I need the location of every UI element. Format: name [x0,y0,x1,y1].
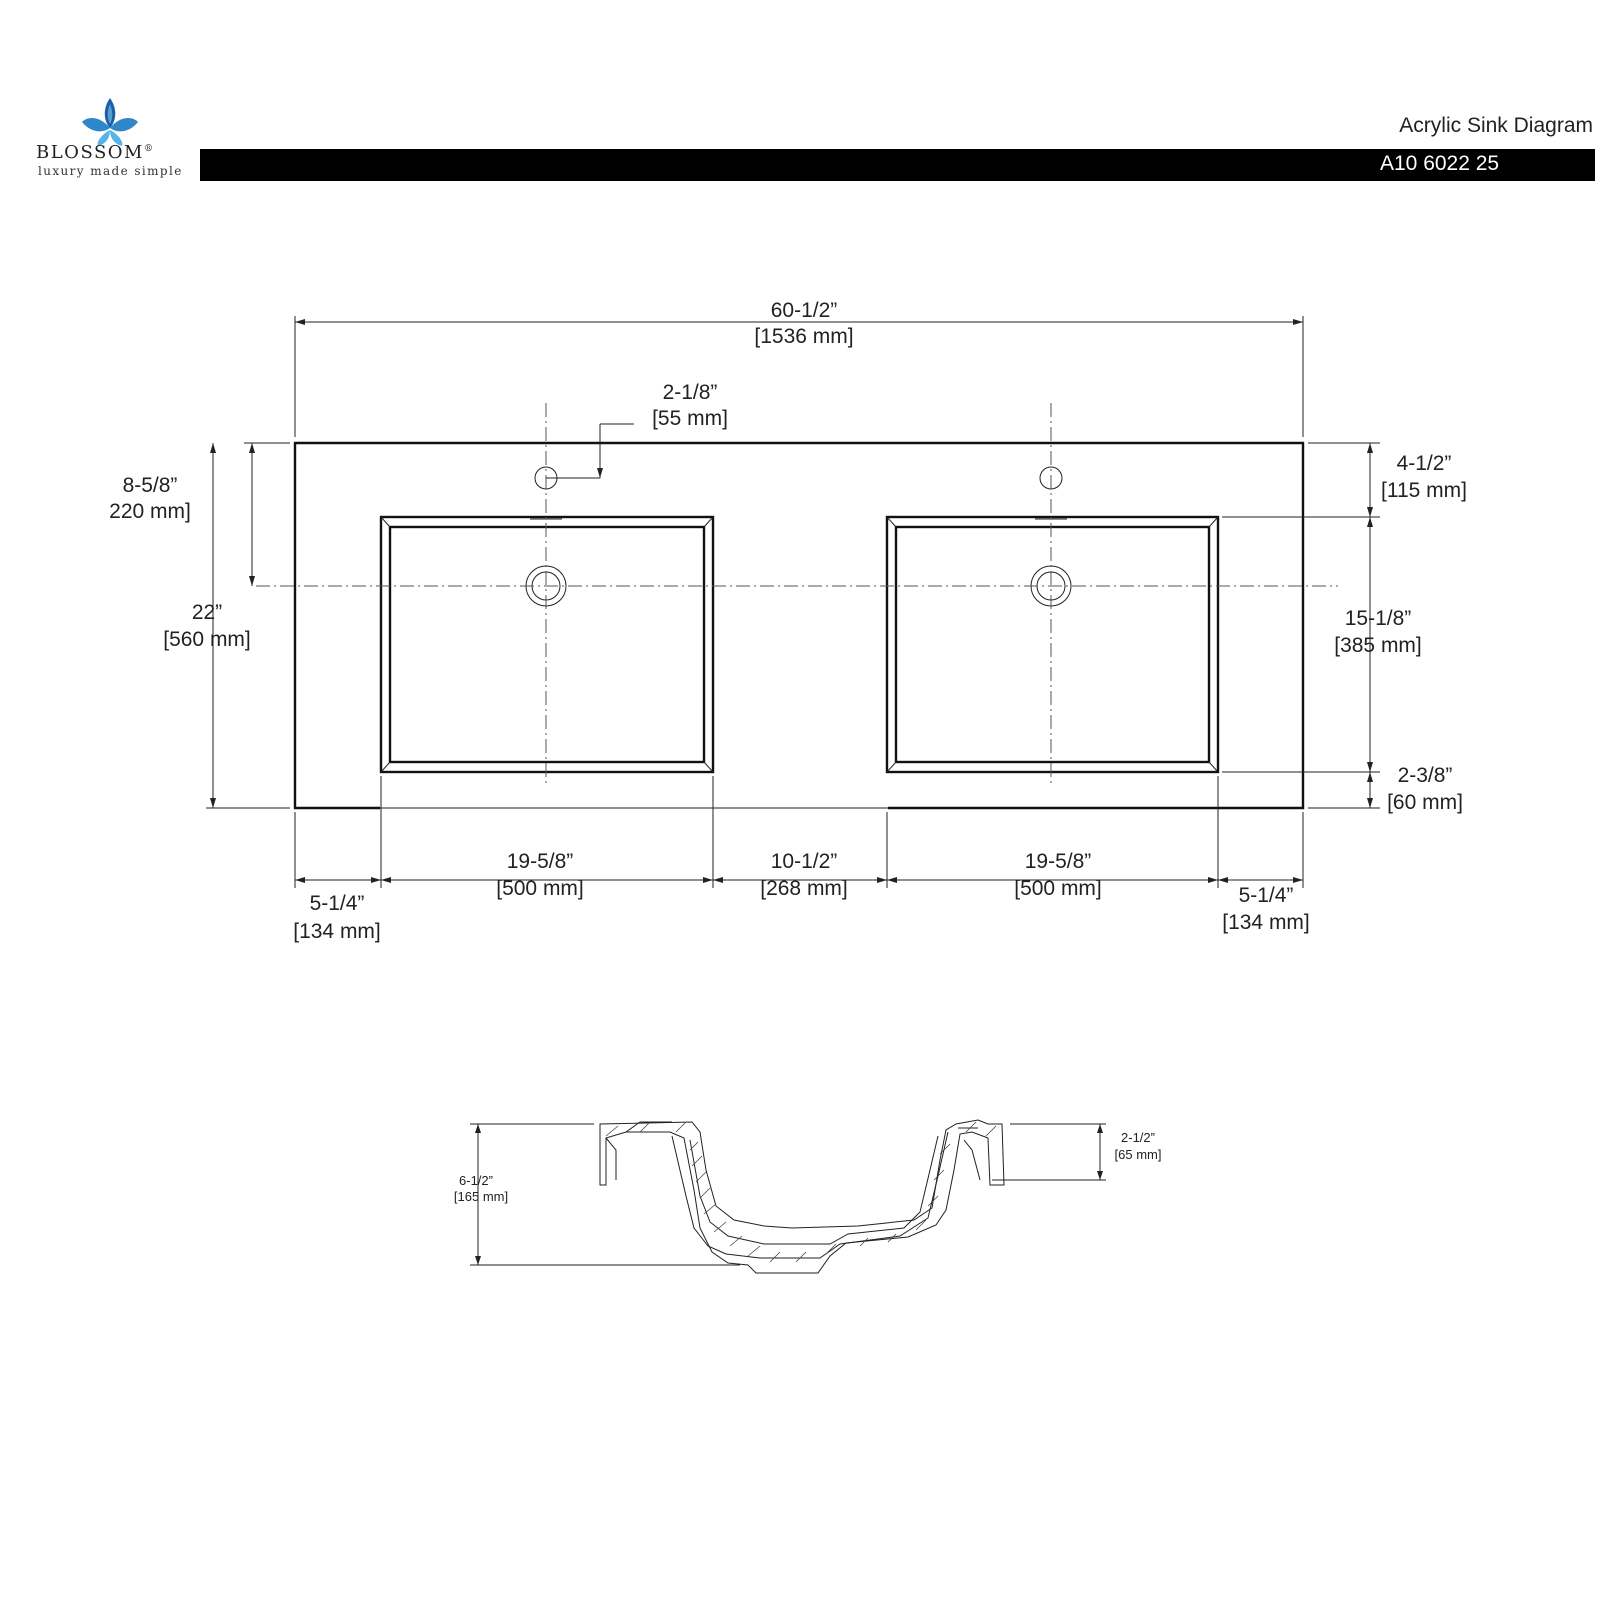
faucet-offset-metric: [55 mm] [652,407,728,430]
title-bar [200,149,1595,181]
brand-logo: BLOSSOM® luxury made simple [36,96,186,186]
left-bowl-width-metric: [500 mm] [496,877,584,900]
back-deck-metric: [115 mm] [1381,479,1467,502]
overall-depth-imperial: 22” [192,601,222,624]
rim-height-imperial: 2-1/2” [1121,1130,1155,1145]
faucet-offset-imperial: 2-1/8” [663,381,718,404]
bowl-gap-imperial: 10-1/2” [771,850,838,873]
drain-offset-imperial: 8-5/8” [123,474,178,497]
overall-depth-metric: [560 mm] [163,628,251,651]
left-bowl-width-imperial: 19-5/8” [507,850,574,873]
bowl-depth-metric: [385 mm] [1334,634,1422,657]
left-margin-imperial: 5-1/4” [310,892,365,915]
brand-name: BLOSSOM [36,142,144,163]
registered-mark: ® [143,144,155,154]
section-height-imperial: 6-1/2” [459,1173,493,1188]
right-margin-metric: [134 mm] [1222,911,1310,934]
section-height-metric: [165 mm] [454,1189,508,1204]
diagram-title: Acrylic Sink Diagram [1399,114,1593,137]
model-number: A10 6022 25 [1380,152,1500,175]
front-deck-imperial: 2-3/8” [1398,764,1453,787]
overall-width-metric: [1536 mm] [754,325,853,348]
back-deck-imperial: 4-1/2” [1397,452,1452,475]
left-bowl [379,466,715,774]
section-hatching [605,1121,997,1263]
section-outer-profile [599,1119,1005,1274]
right-margin-imperial: 5-1/4” [1239,884,1294,907]
right-bowl-width-metric: [500 mm] [1014,877,1102,900]
rim-height-metric: [65 mm] [1115,1147,1162,1162]
bowl-depth-imperial: 15-1/8” [1345,607,1412,630]
left-margin-metric: [134 mm] [293,920,381,943]
lotus-icon [82,98,138,146]
countertop-outline [293,441,1305,810]
top-view: 60-1/2” [1536 mm] 2-1/8” [55 mm] 8-5/8” … [109,299,1467,943]
bowl-gap-metric: [268 mm] [760,877,848,900]
overall-width-imperial: 60-1/2” [771,299,838,322]
right-bowl-width-imperial: 19-5/8” [1025,850,1092,873]
brand-tagline: luxury made simple [38,164,183,178]
front-deck-metric: [60 mm] [1387,791,1463,814]
header: BLOSSOM® luxury made simple Acrylic Sink… [0,0,1600,200]
section-view: 6-1/2” [165 mm] 2-1/2” [65 mm] [454,1119,1162,1274]
drain-offset-metric: 220 mm] [109,500,191,523]
right-bowl [885,466,1220,774]
